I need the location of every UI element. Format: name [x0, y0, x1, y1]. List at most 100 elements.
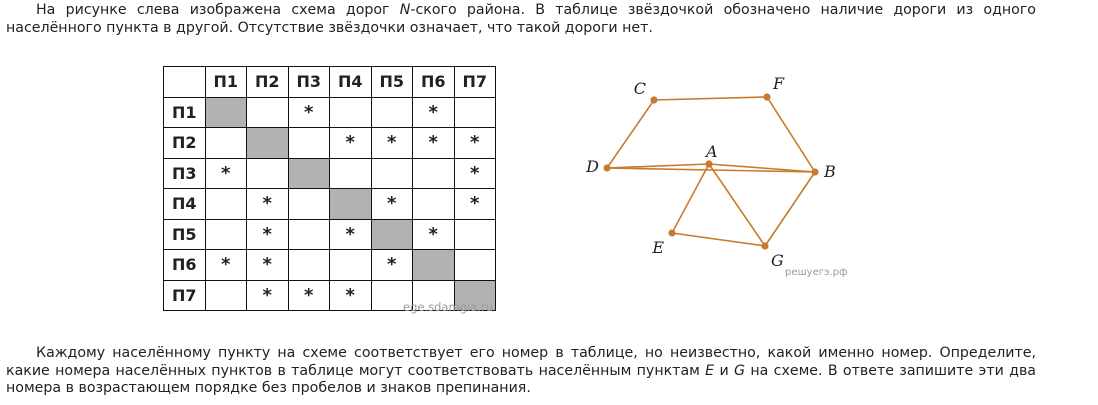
task-vertex-g: G	[734, 362, 746, 379]
column-header: П5	[370, 66, 413, 98]
vertex-e	[668, 229, 676, 237]
intro-text: На рисунке слева изображена схема дорог …	[6, 2, 1036, 37]
vertex-label-e: E	[651, 238, 664, 257]
table-row: П5***	[163, 218, 496, 250]
vertex-a	[705, 160, 713, 168]
column-header: П6	[412, 66, 455, 98]
table-watermark: ege.sdamgia.ru	[403, 300, 493, 314]
vertex-label-g: G	[771, 251, 784, 270]
diagonal-cell	[453, 279, 496, 311]
road-mark-cell: *	[246, 188, 289, 220]
table-row: П7***	[163, 279, 496, 311]
column-header: П1	[204, 66, 247, 98]
task-part1: Каждому населённому пункту на схеме соот…	[6, 345, 1036, 379]
road-mark-cell: *	[453, 157, 496, 189]
edge-d-a	[606, 163, 710, 169]
vertex-label-b: B	[823, 162, 836, 181]
road-mark-cell: *	[370, 249, 413, 281]
road-mark-cell: *	[287, 279, 330, 311]
edge-b-g	[764, 171, 816, 247]
road-mark-cell: *	[453, 188, 496, 220]
empty-cell	[287, 249, 330, 281]
empty-cell	[204, 188, 247, 220]
diagonal-cell	[204, 96, 247, 128]
road-mark-cell: *	[370, 188, 413, 220]
empty-cell	[287, 218, 330, 250]
empty-cell	[412, 188, 455, 220]
vertex-label-a: A	[704, 142, 718, 161]
empty-cell	[287, 188, 330, 220]
intro-part2: -ского района. В таблице звёздочкой обоз…	[6, 2, 1036, 36]
empty-cell	[370, 96, 413, 128]
column-header: П4	[329, 66, 372, 98]
table-row: П3**	[163, 157, 496, 189]
task-vertex-e: E	[705, 362, 715, 379]
empty-cell	[453, 249, 496, 281]
empty-cell	[329, 157, 372, 189]
edge-a-e	[671, 163, 710, 234]
column-header: П2	[246, 66, 289, 98]
road-mark-cell: *	[370, 127, 413, 159]
road-mark-cell: *	[412, 127, 455, 159]
edge-c-f	[653, 96, 768, 101]
edge-d-b	[606, 167, 816, 173]
empty-cell	[370, 157, 413, 189]
table-row: П2****	[163, 127, 496, 159]
diagonal-cell	[287, 157, 330, 189]
road-mark-cell: *	[204, 249, 247, 281]
empty-cell	[329, 96, 372, 128]
vertex-label-c: C	[634, 79, 646, 98]
task-and: и	[714, 362, 735, 379]
column-header: П3	[287, 66, 330, 98]
road-graph: A B C D E F G решуегэ.рф	[585, 74, 848, 278]
road-mark-cell: *	[204, 157, 247, 189]
task-part2: на схеме. В ответе запишите эти два номе…	[6, 362, 1036, 397]
region-letter: N	[399, 2, 411, 18]
edge-f-b	[766, 96, 816, 173]
edge-a-b	[708, 163, 816, 173]
road-mark-cell: *	[287, 96, 330, 128]
task-text: Каждому населённому пункту на схеме соот…	[6, 345, 1036, 398]
empty-cell	[246, 157, 289, 189]
empty-cell	[453, 218, 496, 250]
graph-watermark: решуегэ.рф	[785, 267, 848, 278]
road-mark-cell: *	[412, 218, 455, 250]
edge-e-g	[671, 232, 766, 247]
vertex-f	[763, 93, 771, 101]
road-mark-cell: *	[453, 127, 496, 159]
vertex-label-f: F	[772, 74, 785, 93]
row-header: П2	[163, 127, 206, 159]
vertex-d	[603, 164, 611, 172]
table-corner	[163, 66, 206, 98]
row-header: П5	[163, 218, 206, 250]
diagonal-cell	[412, 249, 455, 281]
empty-cell	[370, 279, 413, 311]
vertex-b	[811, 168, 819, 176]
edge-a-g	[708, 163, 766, 247]
table-row: П4 * * *	[163, 188, 496, 220]
empty-cell	[204, 218, 247, 250]
road-mark-cell: *	[246, 249, 289, 281]
empty-cell	[204, 279, 247, 311]
empty-cell	[287, 127, 330, 159]
diagonal-cell	[246, 127, 289, 159]
diagonal-cell	[329, 188, 372, 220]
vertex-c	[650, 96, 658, 104]
row-header: П4	[163, 188, 206, 220]
edge-c-d	[606, 99, 655, 169]
empty-cell	[329, 249, 372, 281]
empty-cell	[246, 96, 289, 128]
road-mark-cell: *	[246, 279, 289, 311]
vertex-g	[761, 242, 769, 250]
column-header: П7	[453, 66, 496, 98]
empty-cell	[453, 96, 496, 128]
table-row: П1**	[163, 96, 496, 128]
vertex-label-d: D	[585, 157, 599, 176]
diagonal-cell	[370, 218, 413, 250]
road-mark-cell: *	[329, 127, 372, 159]
road-mark-cell: *	[329, 218, 372, 250]
row-header: П3	[163, 157, 206, 189]
row-header: П7	[163, 279, 206, 311]
row-header: П6	[163, 249, 206, 281]
